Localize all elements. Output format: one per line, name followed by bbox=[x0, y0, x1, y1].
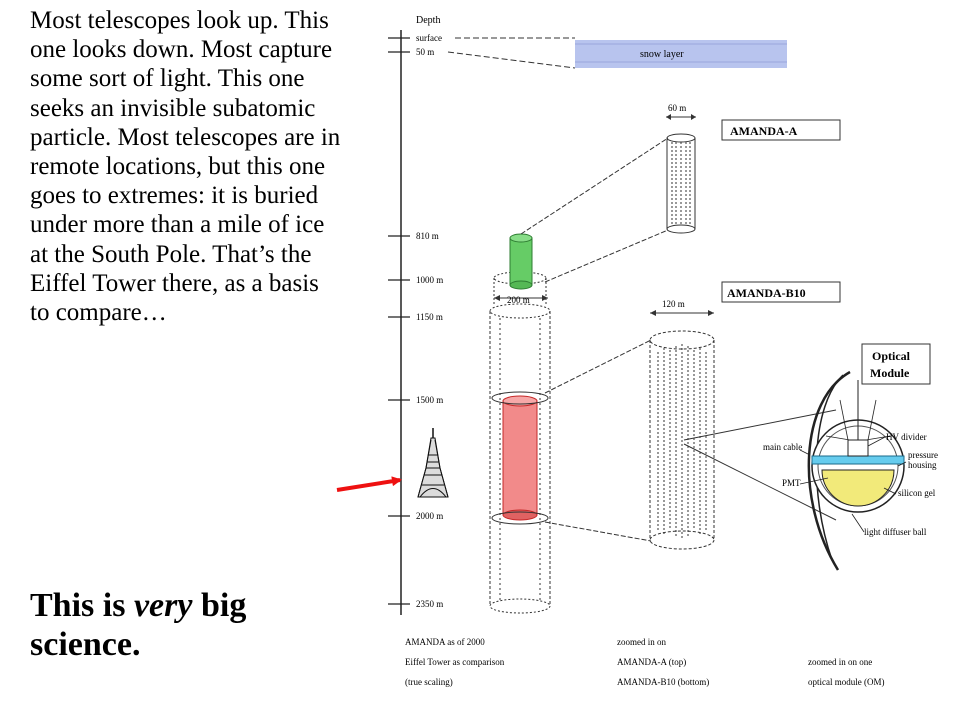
zoom-line-b-top bbox=[544, 339, 652, 394]
depth-tick: 50 m bbox=[388, 47, 434, 57]
amanda-b10-label-box: AMANDA-B10 bbox=[721, 281, 841, 303]
hv-divider-label: HV divider bbox=[886, 432, 927, 442]
caption-col1: AMANDA as of 2000 Eiffel Tower as compar… bbox=[405, 637, 505, 687]
dimension-120m: 120 m bbox=[650, 299, 714, 316]
depth-tick: 1150 m bbox=[388, 312, 443, 322]
om-label-line1: Optical bbox=[872, 349, 911, 363]
optical-module-drawing bbox=[807, 370, 905, 571]
dim-120-label: 120 m bbox=[662, 299, 685, 309]
zoom-line-a-top bbox=[520, 137, 669, 235]
caption-col2: zoomed in on AMANDA-A (top) AMANDA-B10 (… bbox=[617, 637, 709, 687]
pressure-label-1: pressure bbox=[908, 450, 938, 460]
eiffel-tower-icon bbox=[417, 428, 449, 498]
caption-line: zoomed in on one bbox=[808, 657, 872, 667]
caption-line: zoomed in on bbox=[617, 637, 666, 647]
amanda-b10-zoom bbox=[649, 330, 715, 550]
depth-tick-label: 1000 m bbox=[416, 275, 443, 285]
zoom-line-om-bottom bbox=[683, 443, 837, 521]
om-label-line2: Module bbox=[870, 366, 910, 380]
main-cylinder bbox=[489, 303, 551, 614]
caption-line: AMANDA-A (top) bbox=[617, 657, 686, 667]
depth-tick-label: surface bbox=[416, 33, 442, 43]
amanda-a-label: AMANDA-A bbox=[730, 124, 798, 138]
pressure-label-2: housing bbox=[908, 460, 937, 470]
b10-outer-cylinder bbox=[491, 391, 549, 525]
caption-line: AMANDA-B10 (bottom) bbox=[617, 677, 709, 687]
amanda-b10-label: AMANDA-B10 bbox=[727, 286, 806, 300]
eiffel-pointer-arrow bbox=[336, 476, 402, 492]
depth-tick: 1000 m bbox=[388, 275, 443, 285]
tagline-end: big science. bbox=[30, 587, 247, 663]
caption-col3: zoomed in on one optical module (OM) bbox=[808, 657, 884, 687]
depth-tick: 2000 m bbox=[388, 511, 443, 521]
amanda-b10-detector bbox=[502, 395, 538, 521]
tagline-emphasis: very bbox=[133, 587, 193, 624]
dim-200-label: 200 m bbox=[507, 295, 530, 305]
depth-tick-label: 810 m bbox=[416, 231, 439, 241]
depth-tick: 1500 m bbox=[388, 395, 443, 405]
amanda-a-zoom bbox=[666, 133, 696, 234]
pmt-label: PMT bbox=[782, 478, 801, 488]
depth-tick: surface bbox=[388, 33, 442, 43]
amanda-a-label-box: AMANDA-A bbox=[721, 119, 841, 141]
zoom-line-b-bottom bbox=[544, 521, 652, 542]
depth-tick-label: 50 m bbox=[416, 47, 434, 57]
tagline-start: This is bbox=[30, 587, 134, 624]
amanda-a-detector bbox=[509, 233, 533, 290]
caption-line: optical module (OM) bbox=[808, 677, 884, 687]
depth-tick-label: 2000 m bbox=[416, 511, 443, 521]
snow-line bbox=[447, 51, 576, 69]
big-science-tagline: This is very big science. bbox=[30, 586, 330, 664]
zoom-line-om-top bbox=[683, 409, 837, 441]
dimension-200m: 200 m bbox=[494, 295, 548, 305]
depth-tick-label: 1500 m bbox=[416, 395, 443, 405]
dim-60-label: 60 m bbox=[668, 103, 686, 113]
depth-tick: 2350 m bbox=[388, 599, 443, 609]
dimension-60m: 60 m bbox=[666, 103, 696, 120]
caption-line: (true scaling) bbox=[405, 677, 453, 687]
zoom-line-a-bottom bbox=[544, 229, 669, 283]
narrative-text: Most telescopes look up. This one looks … bbox=[30, 7, 341, 327]
optical-module-label-box: Optical Module bbox=[861, 343, 931, 385]
silicon-gel-label: silicon gel bbox=[898, 488, 936, 498]
top-cylinder bbox=[493, 271, 547, 306]
caption-line: AMANDA as of 2000 bbox=[405, 637, 485, 647]
depth-tick-label: 2350 m bbox=[416, 599, 443, 609]
snow-layer-band bbox=[575, 40, 787, 68]
snow-layer-label: snow layer bbox=[640, 49, 684, 60]
main-cable-label: main cable bbox=[763, 442, 802, 452]
depth-tick: 810 m bbox=[388, 231, 439, 241]
depth-title: Depth bbox=[416, 15, 440, 26]
caption-line: Eiffel Tower as comparison bbox=[405, 657, 505, 667]
light-diffuser-label: light diffuser ball bbox=[864, 527, 927, 537]
depth-tick-label: 1150 m bbox=[416, 312, 443, 322]
